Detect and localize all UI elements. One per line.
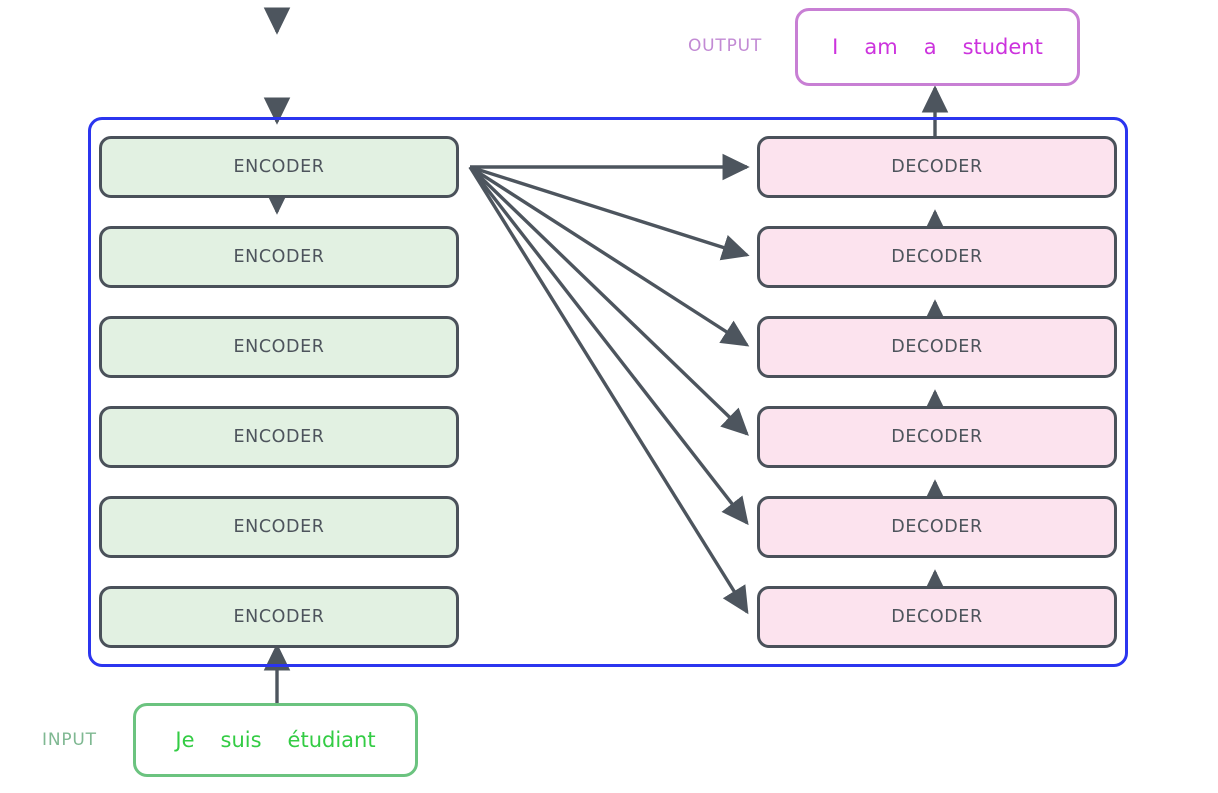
- output-box[interactable]: I am a student: [795, 8, 1080, 86]
- encoder-block-6[interactable]: ENCODER: [99, 586, 459, 648]
- encoder-block-5[interactable]: ENCODER: [99, 496, 459, 558]
- encoder-label: ENCODER: [233, 607, 325, 627]
- model-frame: [88, 117, 1128, 667]
- decoder-label: DECODER: [891, 517, 983, 537]
- decoder-block-3[interactable]: DECODER: [757, 316, 1117, 378]
- output-token: student: [962, 35, 1043, 59]
- decoder-block-2[interactable]: DECODER: [757, 226, 1117, 288]
- input-token: étudiant: [287, 728, 376, 752]
- decoder-block-1[interactable]: DECODER: [757, 136, 1117, 198]
- output-token: a: [923, 35, 937, 59]
- input-tokens: Je suis étudiant: [175, 728, 375, 752]
- encoder-block-2[interactable]: ENCODER: [99, 226, 459, 288]
- decoder-stack: DECODER DECODER DECODER DECODER DECODER …: [757, 136, 1117, 648]
- output-token: am: [864, 35, 898, 59]
- output-label: OUTPUT: [688, 36, 763, 56]
- decoder-block-4[interactable]: DECODER: [757, 406, 1117, 468]
- encoder-label: ENCODER: [233, 517, 325, 537]
- decoder-label: DECODER: [891, 427, 983, 447]
- encoder-block-1[interactable]: ENCODER: [99, 136, 459, 198]
- decoder-block-6[interactable]: DECODER: [757, 586, 1117, 648]
- encoder-block-4[interactable]: ENCODER: [99, 406, 459, 468]
- output-token: I: [832, 35, 839, 59]
- input-token: suis: [220, 728, 262, 752]
- output-tokens: I am a student: [832, 35, 1043, 59]
- decoder-label: DECODER: [891, 157, 983, 177]
- input-box[interactable]: Je suis étudiant: [133, 703, 418, 777]
- encoder-label: ENCODER: [233, 427, 325, 447]
- decoder-block-5[interactable]: DECODER: [757, 496, 1117, 558]
- encoder-stack: ENCODER ENCODER ENCODER ENCODER ENCODER …: [99, 136, 459, 648]
- input-token: Je: [175, 728, 195, 752]
- decoder-label: DECODER: [891, 247, 983, 267]
- encoder-label: ENCODER: [233, 157, 325, 177]
- decoder-label: DECODER: [891, 337, 983, 357]
- input-label: INPUT: [42, 730, 97, 750]
- encoder-block-3[interactable]: ENCODER: [99, 316, 459, 378]
- encoder-label: ENCODER: [233, 337, 325, 357]
- encoder-label: ENCODER: [233, 247, 325, 267]
- decoder-label: DECODER: [891, 607, 983, 627]
